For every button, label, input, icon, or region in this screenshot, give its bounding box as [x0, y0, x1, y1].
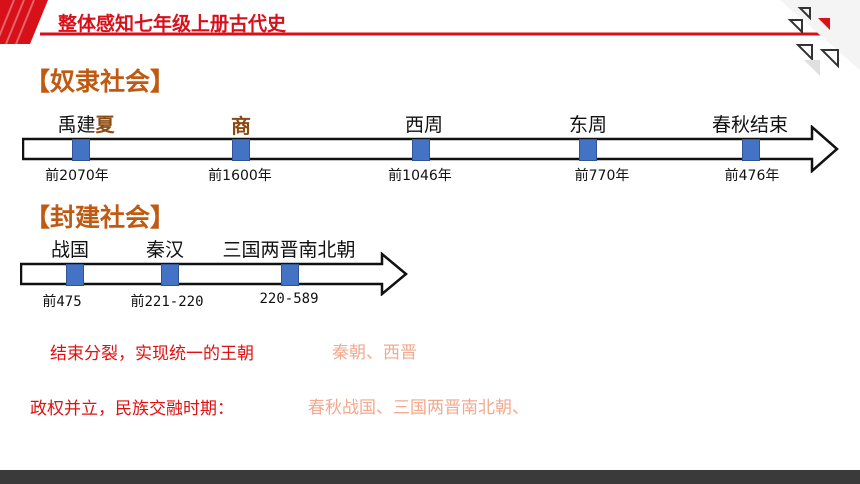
- title-bar-decoration: [0, 0, 860, 44]
- timeline-marker: [232, 139, 250, 161]
- timeline-marker: [281, 264, 299, 286]
- note-unification-answer: 秦朝、西晋: [332, 343, 417, 363]
- timeline-marker: [66, 264, 84, 286]
- date-label: 220-589: [259, 291, 319, 307]
- date-label: 前476年: [724, 168, 780, 184]
- corner-decoration-icon: [780, 0, 860, 76]
- date-label: 前1600年: [208, 168, 272, 184]
- timeline-marker: [742, 139, 760, 161]
- page-title: 整体感知七年级上册古代史: [58, 13, 287, 35]
- note-coexistence-label: 政权并立，民族交融时期：: [30, 399, 234, 419]
- date-label: 前221-220: [130, 294, 204, 310]
- era-label-warring-states: 战国: [50, 239, 90, 261]
- era-label-three-kingdoms: 三国两晋南北朝: [222, 239, 356, 261]
- note-coexistence-answer: 春秋战国、三国两晋南北朝、: [308, 398, 529, 418]
- section-heading-feudal-society: 【封建社会】: [25, 203, 176, 232]
- era-label-qin-han: 秦汉: [145, 239, 185, 261]
- section-heading-slave-society: 【奴隶社会】: [25, 67, 176, 96]
- era-highlight-xia: 夏: [95, 114, 115, 136]
- note-unification-label: 结束分裂，实现统一的王朝: [50, 344, 254, 364]
- era-label-xia: 禹建夏: [57, 114, 115, 136]
- footer-bar: [0, 470, 860, 484]
- date-label: 前770年: [574, 168, 630, 184]
- era-label-eastern-zhou: 东周: [568, 114, 608, 136]
- date-label: 前475: [42, 294, 82, 310]
- timeline-marker: [579, 139, 597, 161]
- timeline-marker: [72, 139, 90, 161]
- timeline-arrow-slave-society: [22, 125, 839, 173]
- date-label: 前1046年: [388, 168, 452, 184]
- era-label-chunqiu-end: 春秋结束: [711, 114, 789, 136]
- era-label-shang: 商: [231, 114, 251, 138]
- timeline-marker: [412, 139, 430, 161]
- timeline-marker: [161, 264, 179, 286]
- era-label-western-zhou: 西周: [404, 114, 444, 136]
- date-label: 前2070年: [45, 168, 109, 184]
